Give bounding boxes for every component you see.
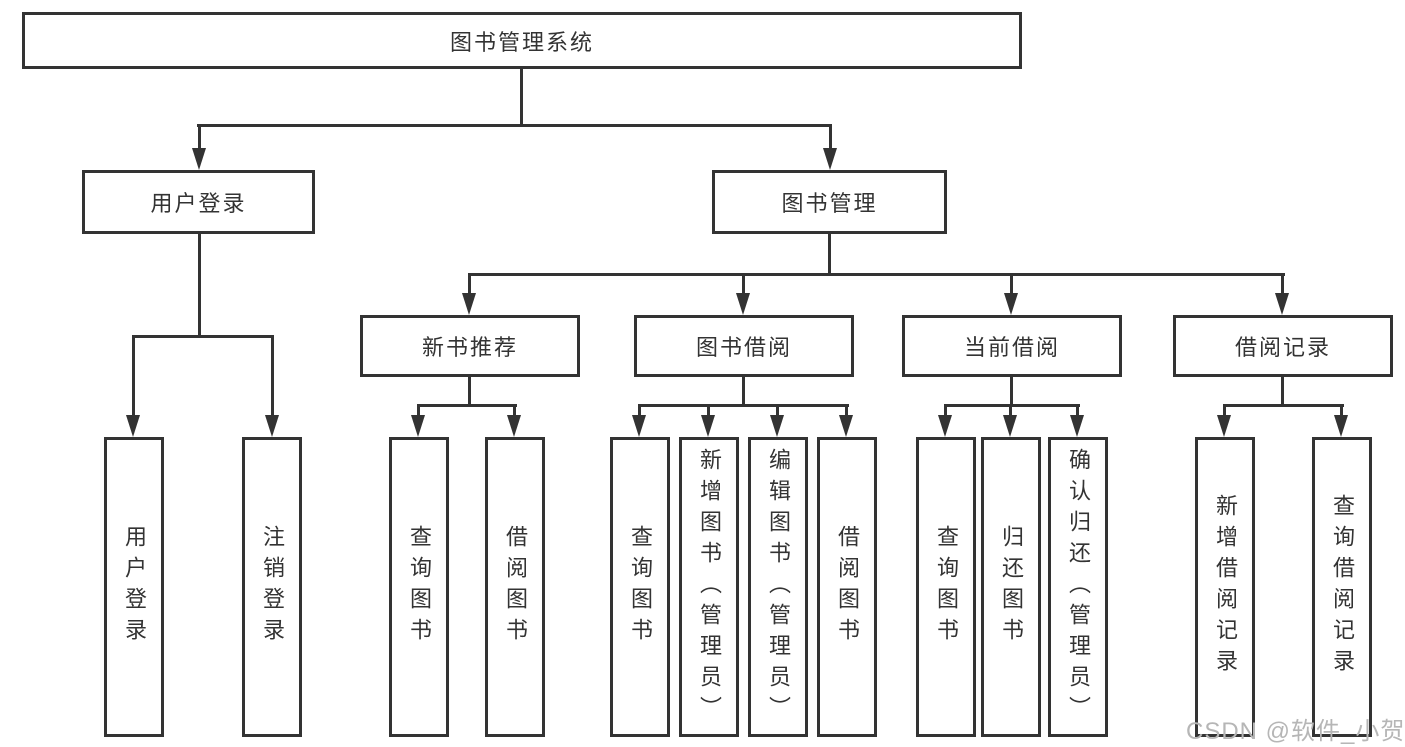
- connector-current-stem: [1010, 377, 1013, 404]
- leaf-borrow-edit-books-admin: 编辑图书（管理员）: [748, 437, 808, 737]
- arrow-down-icon: [265, 335, 279, 437]
- node-current-borrow: 当前借阅: [902, 315, 1122, 377]
- connector-newrec-rail: [417, 404, 517, 407]
- node-book-borrow-label: 图书借阅: [695, 335, 792, 360]
- connector-root-stem: [520, 69, 523, 124]
- arrow-down-icon: [1070, 404, 1084, 437]
- connector-userlogin-rail: [132, 335, 274, 338]
- leaf-current-return-books-label: 归还图书: [999, 525, 1024, 649]
- arrow-down-icon: [1275, 273, 1289, 315]
- leaf-newrec-query-books-label: 查询图书: [407, 525, 432, 649]
- node-user-login: 用户登录: [82, 170, 315, 234]
- leaf-borrow-add-books-admin: 新增图书（管理员）: [679, 437, 739, 737]
- connector-records-stem: [1281, 377, 1284, 404]
- arrow-down-icon: [770, 404, 784, 437]
- connector-newrec-stem: [468, 377, 471, 404]
- arrow-down-icon: [126, 335, 140, 437]
- leaf-borrow-borrow-books-label: 借阅图书: [835, 525, 860, 649]
- arrow-down-icon: [1004, 273, 1018, 315]
- leaf-current-confirm-return-admin-label: 确认归还（管理员）: [1066, 447, 1091, 727]
- arrow-down-icon: [192, 124, 206, 170]
- leaf-newrec-query-books: 查询图书: [389, 437, 449, 737]
- leaf-records-query-record-label: 查询借阅记录: [1330, 494, 1355, 680]
- leaf-current-return-books: 归还图书: [981, 437, 1041, 737]
- leaf-newrec-borrow-books-label: 借阅图书: [503, 525, 528, 649]
- connector-records-rail: [1223, 404, 1344, 407]
- leaf-borrow-query-books-label: 查询图书: [628, 525, 653, 649]
- leaf-records-add-record: 新增借阅记录: [1195, 437, 1255, 737]
- leaf-records-query-record: 查询借阅记录: [1312, 437, 1372, 737]
- arrow-down-icon: [1334, 404, 1348, 437]
- arrow-down-icon: [938, 404, 952, 437]
- connector-bookmgmt-stem: [828, 234, 831, 273]
- node-book-borrow: 图书借阅: [634, 315, 854, 377]
- leaf-current-query-books: 查询图书: [916, 437, 976, 737]
- connector-borrow-rail: [638, 404, 849, 407]
- node-borrow-records-label: 借阅记录: [1234, 335, 1331, 360]
- leaf-borrow-borrow-books: 借阅图书: [817, 437, 877, 737]
- leaf-borrow-edit-books-admin-label: 编辑图书（管理员）: [766, 447, 791, 727]
- node-borrow-records: 借阅记录: [1173, 315, 1393, 377]
- leaf-logout-label: 注销登录: [260, 525, 285, 649]
- connector-current-rail: [944, 404, 1080, 407]
- node-user-login-label: 用户登录: [150, 191, 247, 216]
- arrow-down-icon: [1003, 404, 1017, 437]
- node-current-borrow-label: 当前借阅: [963, 335, 1060, 360]
- arrow-down-icon: [736, 273, 750, 315]
- node-new-book-recommend: 新书推荐: [360, 315, 580, 377]
- arrow-down-icon: [462, 273, 476, 315]
- watermark: CSDN @软件_小贺同学: [1186, 718, 1405, 745]
- leaf-user-login-label: 用户登录: [122, 525, 147, 649]
- arrow-down-icon: [839, 404, 853, 437]
- node-book-mgmt-label: 图书管理: [781, 191, 878, 216]
- node-book-mgmt: 图书管理: [712, 170, 947, 234]
- arrow-down-icon: [701, 404, 715, 437]
- leaf-current-query-books-label: 查询图书: [934, 525, 959, 649]
- arrow-down-icon: [823, 124, 837, 170]
- connector-bookmgmt-rail: [468, 273, 1285, 276]
- leaf-records-add-record-label: 新增借阅记录: [1213, 494, 1238, 680]
- node-new-book-recommend-label: 新书推荐: [421, 335, 518, 360]
- leaf-borrow-query-books: 查询图书: [610, 437, 670, 737]
- connector-root-rail: [197, 124, 832, 127]
- node-root-label: 图书管理系统: [449, 29, 594, 55]
- arrow-down-icon: [632, 404, 646, 437]
- arrow-down-icon: [411, 404, 425, 437]
- leaf-logout: 注销登录: [242, 437, 302, 737]
- connector-borrow-stem: [742, 377, 745, 404]
- leaf-newrec-borrow-books: 借阅图书: [485, 437, 545, 737]
- leaf-current-confirm-return-admin: 确认归还（管理员）: [1048, 437, 1108, 737]
- arrow-down-icon: [1217, 404, 1231, 437]
- connector-userlogin-stem: [198, 234, 201, 335]
- leaf-user-login: 用户登录: [104, 437, 164, 737]
- leaf-borrow-add-books-admin-label: 新增图书（管理员）: [697, 447, 722, 727]
- node-root: 图书管理系统: [22, 12, 1022, 69]
- arrow-down-icon: [507, 404, 521, 437]
